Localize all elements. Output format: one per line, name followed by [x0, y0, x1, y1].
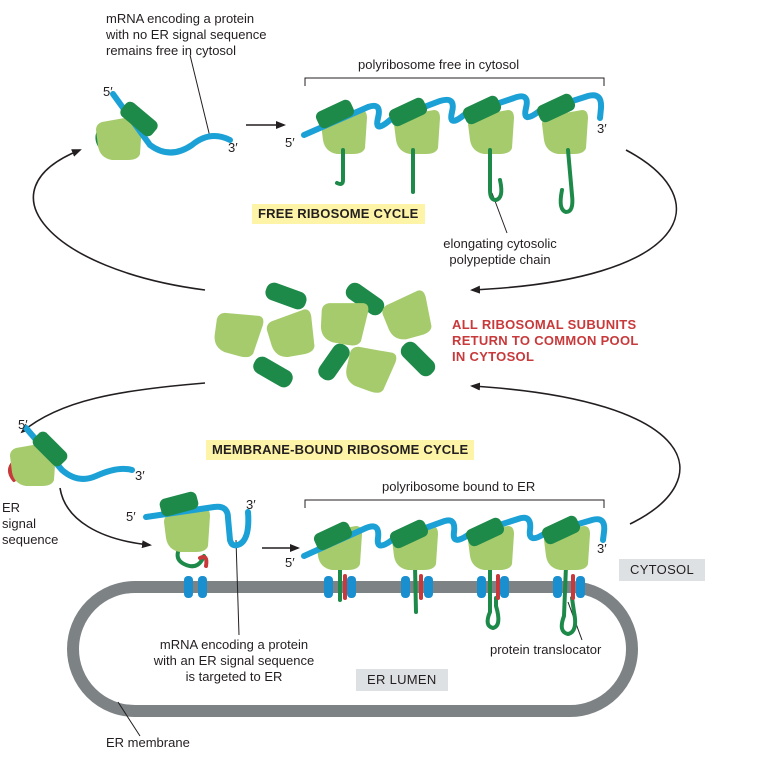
label-protein-translocator: protein translocator: [490, 642, 602, 657]
label-mrna-free: mRNA encoding a protein with no ER signa…: [106, 11, 267, 58]
ribosome-single-free: [95, 91, 233, 160]
label-polyribosome-free: polyribosome free in cytosol: [358, 57, 520, 72]
three-prime-label: 3′: [135, 468, 145, 483]
arrow-membrane-to-pool: [470, 382, 681, 525]
leader-mrna-er: [235, 539, 240, 636]
label-membrane-cycle: MEMBRANE-BOUND RIBOSOME CYCLE: [206, 440, 475, 460]
ribosome-docking: [143, 491, 252, 598]
three-prime-label: 3′: [597, 541, 607, 556]
five-prime-label: 5′: [18, 417, 28, 432]
three-prime-label: 3′: [597, 121, 607, 136]
bracket-free: [304, 77, 605, 86]
arrow-pool-to-membrane: [20, 382, 206, 434]
five-prime-label: 5′: [126, 509, 136, 524]
label-er-membrane: ER membrane: [106, 735, 190, 750]
three-prime-label: 3′: [228, 140, 238, 155]
label-mrna-er: mRNA encoding a protein with an ER signa…: [153, 637, 315, 684]
five-prime-label: 5′: [285, 555, 295, 570]
polyribosome-bound: [301, 514, 608, 637]
five-prime-label: 5′: [103, 84, 113, 99]
subunit-pool: [209, 282, 436, 397]
five-prime-label: 5′: [285, 135, 295, 150]
label-er-signal-sequence: ER signal sequence: [2, 500, 59, 547]
bracket-bound: [304, 499, 605, 508]
label-cytosol: CYTOSOL: [619, 559, 705, 581]
label-er-lumen: ER LUMEN: [356, 669, 448, 691]
label-free-cycle: FREE RIBOSOME CYCLE: [252, 204, 425, 224]
three-prime-label: 3′: [246, 497, 256, 512]
ribosome-signal-cytosol: [8, 425, 135, 486]
arrow-free-to-pool: [470, 149, 678, 294]
leader-er-membrane: [117, 701, 141, 737]
er-membrane: [67, 581, 638, 717]
arrow-pool-to-free: [32, 149, 206, 291]
label-common-pool: ALL RIBOSOMAL SUBUNITS RETURN TO COMMON …: [452, 317, 639, 364]
label-polyribosome-bound: polyribosome bound to ER: [382, 479, 536, 494]
polyribosome-free: [301, 92, 605, 215]
arrow-to-docking: [59, 487, 152, 549]
translocator-empty: [184, 576, 207, 598]
label-elongating-chain: elongating cytosolic polypeptide chain: [443, 236, 557, 267]
leader-mrna-free: [189, 54, 211, 138]
